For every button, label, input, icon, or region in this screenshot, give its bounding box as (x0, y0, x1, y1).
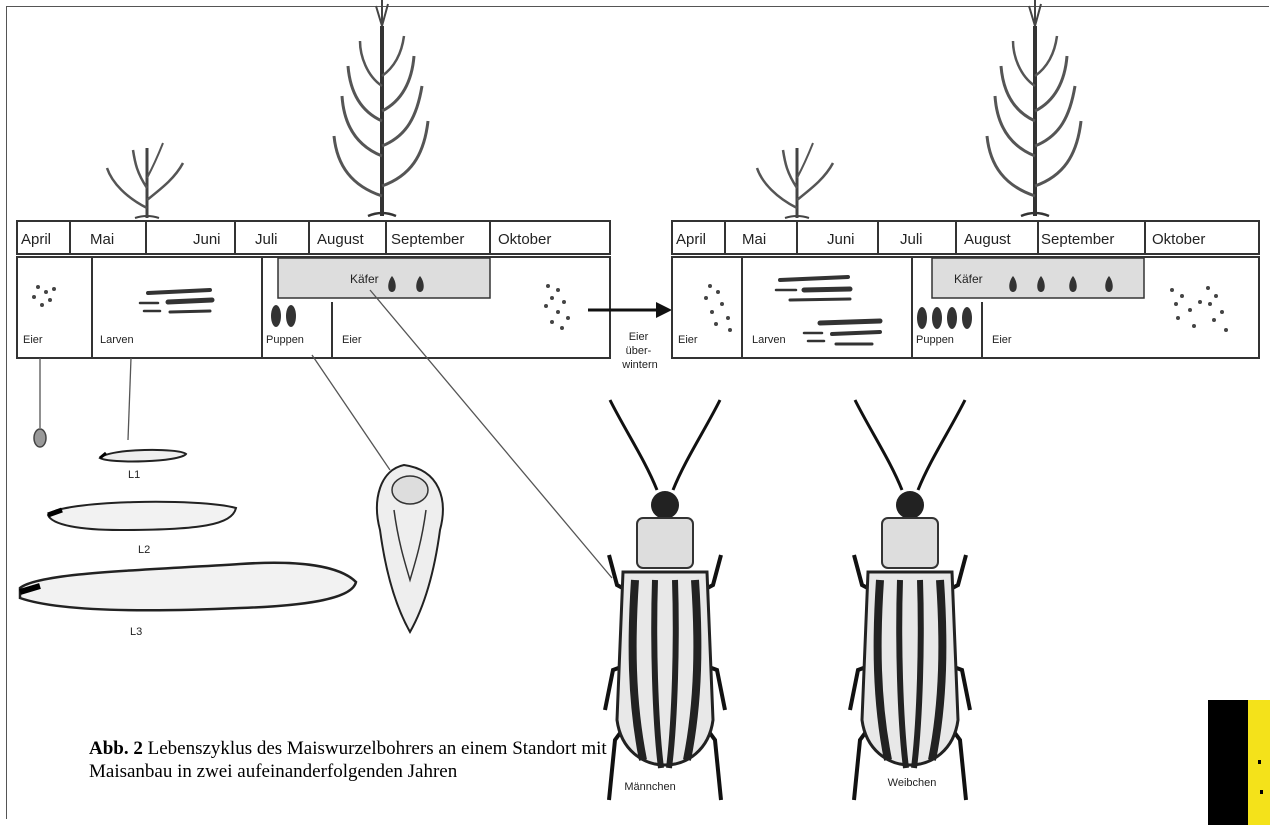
stage-label-pupae: Puppen (266, 334, 304, 346)
stage-label-eggs: Eier (23, 334, 43, 346)
month-label: Oktober (1152, 231, 1205, 248)
beetle-period-bar (278, 258, 490, 298)
month-label: August (964, 231, 1012, 248)
caption-prefix: Abb. 2 (89, 738, 143, 759)
stage-label-beetles: Käfer (954, 272, 983, 286)
stage-label-eggs-late: Eier (342, 334, 362, 346)
figure-caption: Abb. 2 Lebenszyklus des Maiswurzelbohrer… (89, 737, 669, 783)
month-label: August (317, 231, 365, 248)
month-label: Juli (900, 231, 923, 248)
corn-plant-icon (334, 0, 428, 216)
month-label: April (676, 231, 706, 248)
corn-seedling-icon (107, 143, 183, 218)
month-label: Juni (193, 231, 221, 248)
stage-label-eggs-late: Eier (992, 334, 1012, 346)
month-label: September (391, 231, 464, 248)
larva-label: L2 (138, 544, 150, 556)
pupa-detail-icon (377, 465, 443, 632)
month-label: Mai (90, 231, 114, 248)
overwinter-label: Eier über- wintern (621, 331, 657, 371)
larva-l3-icon (20, 563, 356, 611)
stage-label-eggs: Eier (678, 334, 698, 346)
egg-detail-icon (34, 429, 46, 447)
female-beetle-icon (850, 400, 970, 800)
timeline-year1: April Mai Juni Juli August September Okt… (17, 221, 610, 358)
timeline-year2: April Mai Juni Juli August September Okt… (672, 221, 1259, 358)
month-label: Oktober (498, 231, 551, 248)
month-label: Mai (742, 231, 766, 248)
larva-label: L3 (130, 626, 142, 638)
corn-plant-icon (987, 0, 1081, 216)
month-label: April (21, 231, 51, 248)
beetle-label-female: Weibchen (888, 777, 937, 789)
stage-label-larvae: Larven (100, 334, 134, 346)
stage-label-beetles: Käfer (350, 272, 379, 286)
larva-l1-icon (100, 450, 186, 462)
month-label: September (1041, 231, 1114, 248)
stage-label-pupae: Puppen (916, 334, 954, 346)
stage-label-larvae: Larven (752, 334, 786, 346)
month-label: Juni (827, 231, 855, 248)
larva-l2-icon (48, 502, 236, 530)
caption-text: Lebenszyklus des Maiswurzelbohrers an ei… (89, 738, 607, 782)
larva-label: L1 (128, 469, 140, 481)
corn-seedling-icon (757, 143, 833, 218)
month-label: Juli (255, 231, 278, 248)
